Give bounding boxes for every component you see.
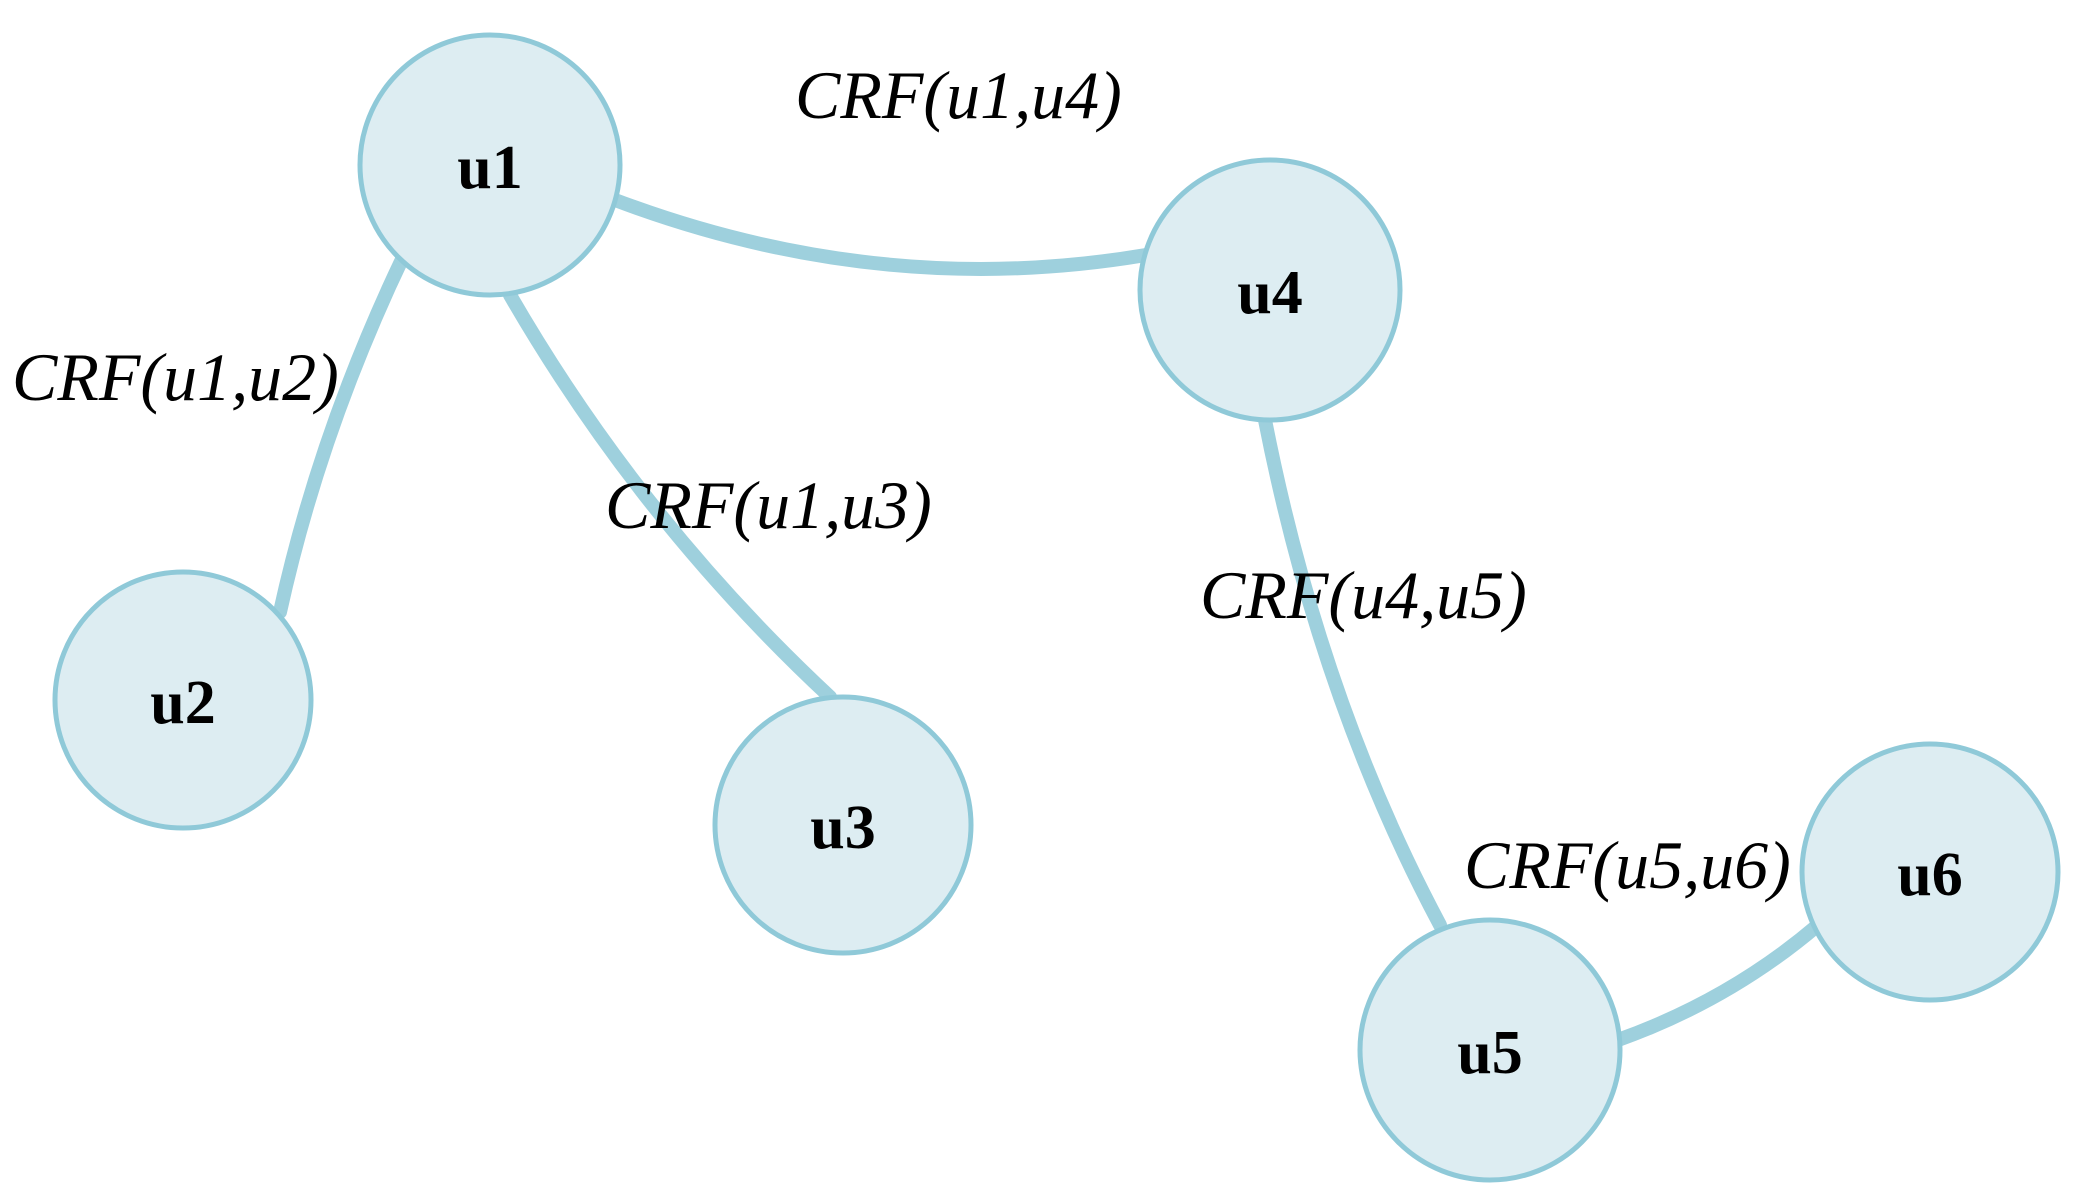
node-u5[interactable]: u5 [1357, 917, 1623, 1183]
edges-layer [273, 193, 1825, 1047]
edge-u1-u2 [273, 246, 412, 619]
node-circle-u4[interactable] [1137, 157, 1403, 423]
node-label-u5: u5 [1457, 1019, 1522, 1087]
edge-labels-layer: CRF(u1,u4) CRF(u1,u2) CRF(u1,u3) CRF(u4,u5)… [12, 57, 1791, 903]
nodes-layer: u1 u2 u3 u4 u5 u6 [52, 32, 2061, 1183]
node-u1[interactable]: u1 [357, 32, 623, 298]
node-label-u3: u3 [810, 794, 875, 862]
edge-u5-u6 [1611, 918, 1825, 1047]
edge-u1-u3 [503, 288, 837, 704]
node-circle-u6[interactable] [1799, 741, 2061, 1003]
edge-label-u5-u6: CRF(u5,u6) [1464, 827, 1791, 903]
node-circle-u3[interactable] [712, 694, 974, 956]
edge-u4-u5 [1258, 413, 1447, 932]
node-label-u1: u1 [457, 134, 522, 202]
node-u2[interactable]: u2 [52, 569, 314, 831]
node-u3[interactable]: u3 [712, 694, 974, 956]
node-label-u6: u6 [1897, 841, 1962, 909]
node-circle-u5[interactable] [1357, 917, 1623, 1183]
edge-label-u4-u5: CRF(u4,u5) [1200, 557, 1527, 633]
node-circle-u2[interactable] [52, 569, 314, 831]
node-circle-u1[interactable] [357, 32, 623, 298]
edge-u1-u4 [608, 193, 1153, 276]
node-label-u4: u4 [1237, 259, 1302, 327]
edge-label-u1-u2: CRF(u1,u2) [12, 339, 339, 415]
node-u6[interactable]: u6 [1799, 741, 2061, 1003]
node-label-u2: u2 [150, 669, 215, 737]
node-u4[interactable]: u4 [1137, 157, 1403, 423]
edge-label-u1-u3: CRF(u1,u3) [605, 467, 932, 543]
edge-label-u1-u4: CRF(u1,u4) [795, 57, 1122, 133]
